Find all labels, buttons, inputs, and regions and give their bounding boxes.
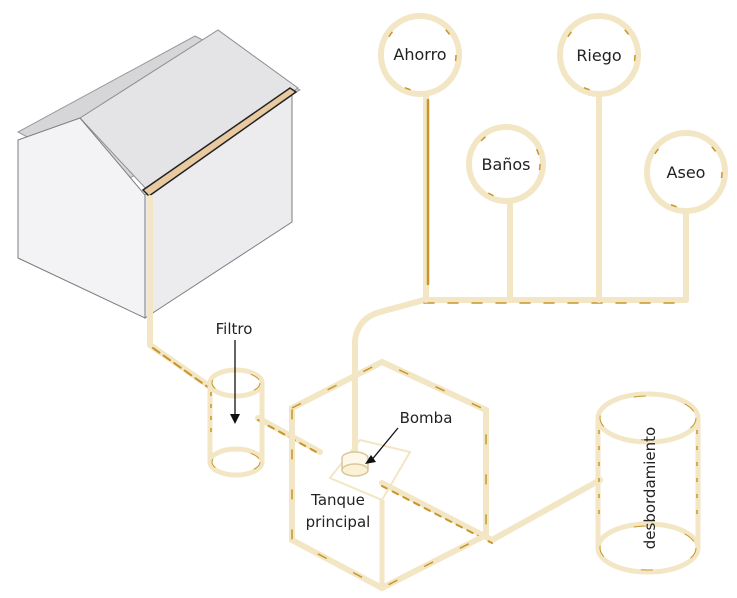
circle-aseo: Aseo <box>644 130 728 214</box>
roof-gutter <box>141 87 298 197</box>
pump-arrow <box>365 427 399 464</box>
downpipe <box>147 195 215 391</box>
use-circles: Ahorro Riego Baños Aseo <box>378 13 728 214</box>
label-riego: Riego <box>576 46 621 65</box>
pipe-tank-to-overflow <box>379 477 603 543</box>
house <box>16 29 302 319</box>
main-tank <box>289 358 489 592</box>
house-roof-front <box>79 29 299 194</box>
pump-riser <box>352 297 427 458</box>
label-desbordamiento: desbordamiento <box>641 427 659 549</box>
distribution-main <box>421 210 689 303</box>
label-principal: principal <box>306 513 371 531</box>
label-aseo: Aseo <box>667 163 706 182</box>
label-banos: Baños <box>481 155 530 174</box>
circle-riego: Riego <box>557 13 641 97</box>
circle-banos: Baños <box>466 124 546 204</box>
label-filtro: Filtro <box>216 320 253 338</box>
circle-ahorro: Ahorro <box>378 13 462 97</box>
filter-arrow <box>230 340 240 424</box>
label-bomba: Bomba <box>400 409 453 427</box>
pump <box>341 451 369 477</box>
label-tanque: Tanque <box>310 491 365 509</box>
overflow-tank <box>595 391 701 575</box>
filter-cylinder <box>207 367 265 478</box>
label-ahorro: Ahorro <box>393 45 446 64</box>
